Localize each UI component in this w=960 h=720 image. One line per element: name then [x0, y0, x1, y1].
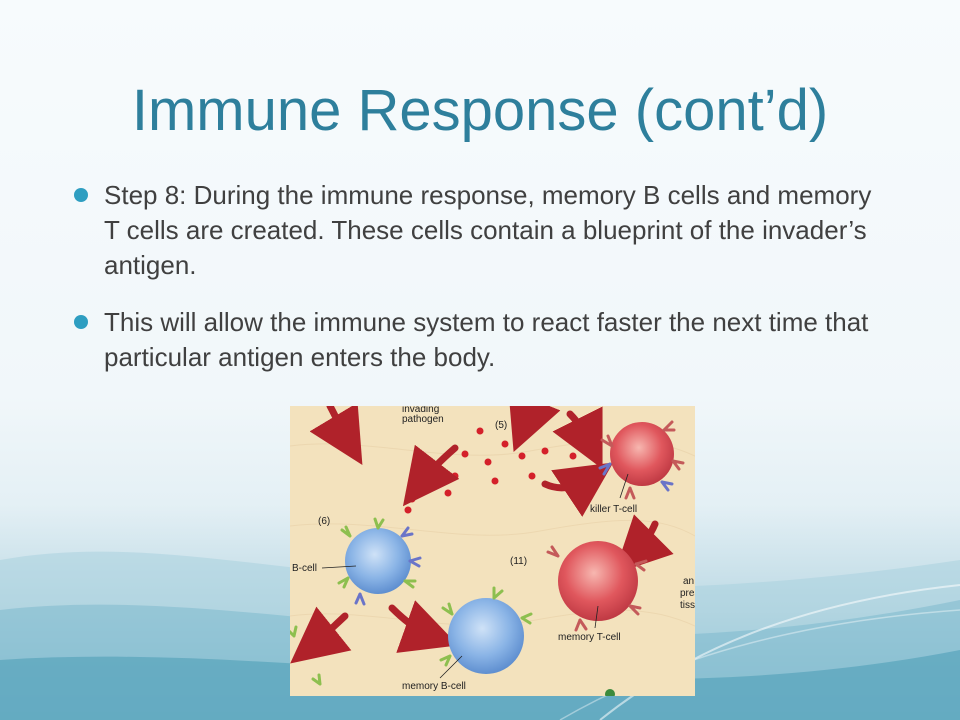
label-step6: (6) — [318, 516, 330, 527]
process-arrows — [290, 406, 674, 664]
label-b-cell: B-cell — [292, 563, 317, 574]
bullet-text: Step 8: During the immune response, memo… — [104, 180, 872, 280]
label-cut-a: an — [683, 576, 694, 587]
label-killer-t-cell: killer T-cell — [590, 504, 637, 515]
memory-t-cell — [546, 541, 648, 632]
slide-title: Immune Response (cont’d) — [131, 78, 829, 143]
memory-b-cell — [439, 586, 533, 674]
bullet-item: This will allow the immune system to rea… — [72, 305, 892, 375]
label-memory-b-cell: memory B-cell — [402, 681, 466, 692]
loose-receptors — [290, 625, 322, 686]
label-cut-c: tiss — [680, 600, 695, 611]
label-invading: invading — [402, 406, 439, 415]
label-pathogen: pathogen — [402, 414, 444, 425]
bullet-dot-icon — [74, 188, 88, 202]
killer-t-cell — [598, 420, 685, 500]
label-step11: (11) — [510, 556, 527, 567]
b-cell — [337, 517, 422, 606]
bullet-dot-icon — [74, 315, 88, 329]
immune-diagram: invading pathogen (5) — [290, 406, 695, 696]
label-cut-b: pres — [680, 588, 695, 599]
label-step5: (5) — [495, 420, 507, 431]
bullet-list: Step 8: During the immune response, memo… — [72, 178, 892, 397]
bullet-text: This will allow the immune system to rea… — [104, 307, 869, 372]
small-particle — [605, 689, 615, 696]
immune-diagram-svg: invading pathogen (5) — [290, 406, 695, 696]
label-memory-t-cell: memory T-cell — [558, 632, 621, 643]
bullet-item: Step 8: During the immune response, memo… — [72, 178, 892, 283]
